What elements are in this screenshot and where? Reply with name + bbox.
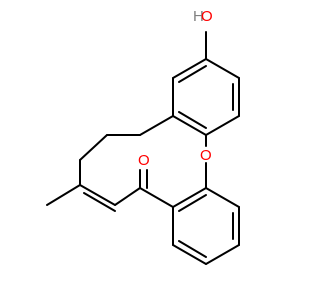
- bond: [172, 115, 207, 136]
- bond: [205, 58, 240, 79]
- bond: [79, 184, 116, 206]
- background: [0, 0, 300, 300]
- carbonyl-oxygen-label: O: [138, 152, 150, 169]
- bond: [172, 58, 207, 79]
- ether-oxygen-label: O: [200, 147, 212, 164]
- bond: [205, 187, 240, 208]
- aromatic-inner-bond: [178, 65, 207, 83]
- bond: [172, 244, 207, 265]
- bond: [205, 244, 240, 265]
- aromatic-inner-bond: [178, 240, 207, 258]
- bond: [139, 187, 174, 208]
- molecule-drawing: H O O O: [0, 0, 300, 300]
- bond-group: [46, 31, 240, 265]
- methyl-bond: [46, 184, 81, 206]
- hydroxyl-hydrogen-label: H: [193, 8, 204, 25]
- aromatic-inner-bond: [178, 111, 207, 129]
- bond: [172, 187, 207, 208]
- aromatic-inner-bond: [178, 194, 207, 212]
- bond: [79, 134, 108, 161]
- bond: [205, 115, 240, 136]
- structure-canvas: H O O O: [0, 0, 300, 300]
- bond: [114, 187, 141, 206]
- hydroxyl-oxygen-label: O: [201, 8, 213, 25]
- double-bond-line: [83, 192, 116, 212]
- bond: [139, 115, 174, 136]
